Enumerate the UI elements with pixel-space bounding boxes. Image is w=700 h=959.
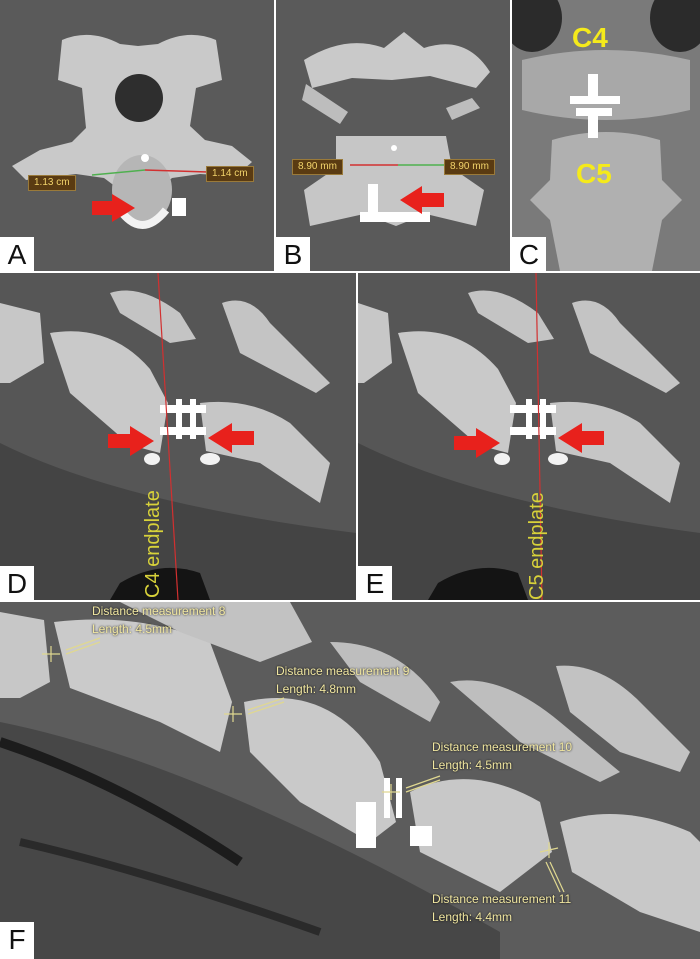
panel-a-axial-ct: 1.13 cm 1.14 cm A (0, 0, 274, 271)
panel-label-a: A (0, 237, 34, 271)
panel-label-e: E (358, 566, 392, 600)
measurement-length: Length: 4.5mm (432, 758, 513, 772)
measure-label-right: 8.90 mm (444, 159, 495, 175)
distance-measurement-11-annotation: Distance measurement 11 Length: 4.4mm (432, 890, 571, 926)
panel-d-image (0, 273, 356, 600)
panel-b-axial-ct: 8.90 mm 8.90 mm B (276, 0, 510, 271)
measure-label-right: 1.14 cm (206, 166, 254, 182)
measurement-name: Distance measurement 8 (92, 604, 226, 618)
distance-measurement-10-annotation: Distance measurement 10 Length: 4.5mm (432, 738, 572, 774)
panel-label-c: C (512, 237, 546, 271)
distance-measurement-9-annotation: Distance measurement 9 Length: 4.8mm (276, 662, 409, 698)
panel-label-b: B (276, 237, 310, 271)
panel-a-image (0, 0, 274, 271)
distance-measurement-8-annotation: Distance measurement 8 Length: 4.5mm (92, 602, 225, 638)
panel-d-sagittal-ct: C4 endplate D (0, 273, 356, 600)
panel-e-image (358, 273, 700, 600)
measurement-length: Length: 4.4mm (432, 910, 513, 924)
measurement-name: Distance measurement 9 (276, 664, 410, 678)
panel-c-coronal-ct: C4 C5 C (512, 0, 700, 271)
plane-label: C5 endplate (526, 492, 548, 600)
panel-label-f: F (0, 922, 34, 959)
panel-label-d: D (0, 566, 34, 600)
panel-b-image (276, 0, 510, 271)
panel-f-image (0, 602, 700, 959)
measure-label-left: 8.90 mm (292, 159, 343, 175)
panel-e-sagittal-ct: C5 endplate E (358, 273, 700, 600)
measurement-length: Length: 4.8mm (276, 682, 357, 696)
vertebra-label-c4: C4 (572, 22, 608, 53)
measurement-name: Distance measurement 10 (432, 740, 573, 754)
panel-c-image (512, 0, 700, 271)
plane-label: C4 endplate (142, 490, 164, 598)
panel-f-sagittal-ct-measurements: Distance measurement 8 Length: 4.5mm Dis… (0, 602, 700, 959)
measurement-length: Length: 4.5mm (92, 622, 173, 636)
measure-label-left: 1.13 cm (28, 175, 76, 191)
vertebra-label-c5: C5 (576, 158, 612, 189)
measurement-name: Distance measurement 11 (432, 892, 572, 906)
